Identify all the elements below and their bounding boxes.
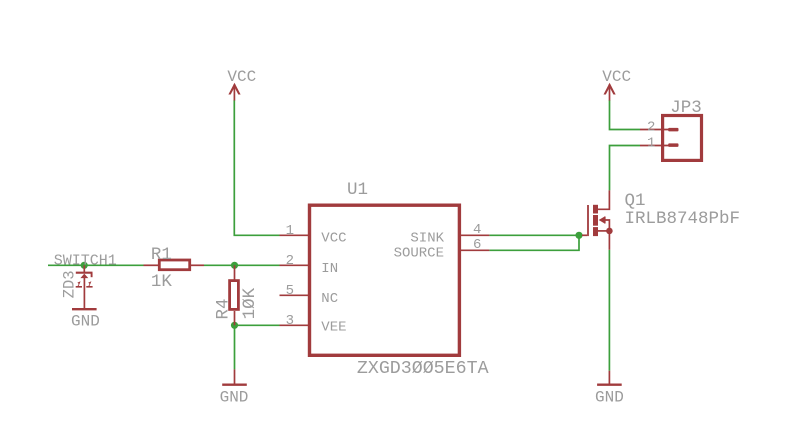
svg-text:NC: NC	[321, 291, 338, 307]
svg-text:2: 2	[647, 120, 655, 136]
svg-text:3: 3	[286, 313, 294, 329]
svg-text:1: 1	[647, 135, 655, 151]
svg-text:GND: GND	[71, 313, 100, 331]
svg-text:1K: 1K	[151, 272, 173, 292]
svg-text:VCC: VCC	[602, 68, 631, 86]
svg-text:U1: U1	[347, 180, 368, 200]
svg-text:ZD3: ZD3	[61, 270, 79, 298]
svg-text:R1: R1	[151, 245, 172, 265]
svg-text:6: 6	[473, 237, 481, 253]
svg-text:1ØK: 1ØK	[240, 287, 260, 319]
svg-text:VCC: VCC	[321, 230, 346, 246]
svg-text:ZXGD3ØØ5E6TA: ZXGD3ØØ5E6TA	[357, 359, 489, 379]
svg-text:R4: R4	[213, 298, 233, 319]
svg-text:JP3: JP3	[670, 98, 702, 118]
svg-text:SINK: SINK	[410, 230, 444, 246]
svg-text:IRLB8748PbF: IRLB8748PbF	[625, 209, 741, 229]
svg-text:SWITCH1: SWITCH1	[54, 252, 117, 269]
svg-text:IN: IN	[321, 261, 338, 277]
svg-text:GND: GND	[595, 388, 624, 406]
svg-text:VEE: VEE	[321, 320, 346, 336]
svg-text:4: 4	[473, 222, 481, 238]
svg-text:5: 5	[286, 283, 294, 299]
svg-text:1: 1	[286, 223, 294, 239]
svg-text:2: 2	[286, 253, 294, 269]
svg-text:Q1: Q1	[625, 191, 646, 211]
svg-text:VCC: VCC	[227, 68, 256, 86]
svg-text:SOURCE: SOURCE	[394, 245, 444, 261]
svg-text:GND: GND	[220, 388, 249, 406]
